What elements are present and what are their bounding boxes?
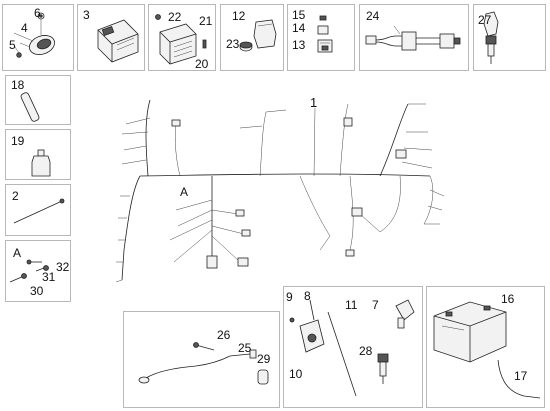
battery-drawing: [433, 301, 541, 399]
small-relays-drawing: [317, 15, 333, 53]
callout-1: 1: [310, 95, 318, 110]
relay-drawing: [239, 19, 277, 52]
panel-parts-25-26-29: [123, 311, 280, 408]
ground-cable-drawing: [138, 342, 269, 385]
cable-drawing: [13, 198, 65, 224]
callout-15: 15: [292, 8, 306, 22]
callout-16: 16: [501, 292, 515, 306]
callout-6: 6: [34, 6, 41, 20]
callout-27: 27: [478, 13, 492, 27]
callout-9: 9: [286, 290, 293, 304]
fuse-holder-drawing: [20, 92, 40, 122]
callout-20: 20: [195, 57, 209, 71]
callout-19: 19: [11, 134, 25, 148]
callout-7: 7: [372, 298, 379, 312]
ignition-parts-drawing: [289, 299, 415, 397]
callout-22: 22: [168, 10, 182, 24]
callout-31: 31: [42, 270, 56, 284]
regulator-drawing: [155, 14, 207, 65]
panel-parts-30-31-32: [5, 240, 71, 302]
panel-part-2: [5, 184, 71, 236]
callout-10: 10: [289, 367, 303, 381]
horn-assembly-drawing: [13, 12, 55, 58]
callout-A-harness: A: [180, 185, 189, 199]
callout-8: 8: [304, 289, 311, 303]
callout-21: 21: [199, 14, 213, 28]
ecu-unit-drawing: [97, 19, 139, 63]
callout-13: 13: [292, 38, 306, 52]
callout-4: 4: [21, 21, 28, 35]
callout-18: 18: [11, 78, 25, 92]
callout-14: 14: [292, 21, 306, 35]
callout-30: 30: [30, 284, 44, 298]
callout-23: 23: [226, 37, 240, 51]
cable-adapter-drawing: [365, 25, 461, 51]
callout-A-screws: A: [13, 246, 22, 260]
callout-17: 17: [514, 369, 528, 383]
callout-2: 2: [12, 189, 19, 203]
panel-parts-13-14-15: [287, 4, 355, 71]
screws-drawing: [9, 259, 49, 283]
temperature-sensor-drawing: [483, 11, 499, 64]
bottle-drawing: [31, 149, 51, 177]
callout-11: 11: [345, 298, 358, 312]
callout-28: 28: [359, 344, 373, 358]
panel-part-27: [473, 4, 546, 71]
main-wiring-harness: [115, 99, 445, 283]
callout-12: 12: [232, 9, 246, 23]
callout-24: 24: [366, 9, 380, 23]
callout-5: 5: [9, 38, 16, 52]
callout-26: 26: [217, 328, 231, 342]
callout-3: 3: [83, 8, 90, 22]
callout-25: 25: [238, 341, 252, 355]
callout-32: 32: [56, 260, 70, 274]
callout-29: 29: [257, 352, 271, 366]
